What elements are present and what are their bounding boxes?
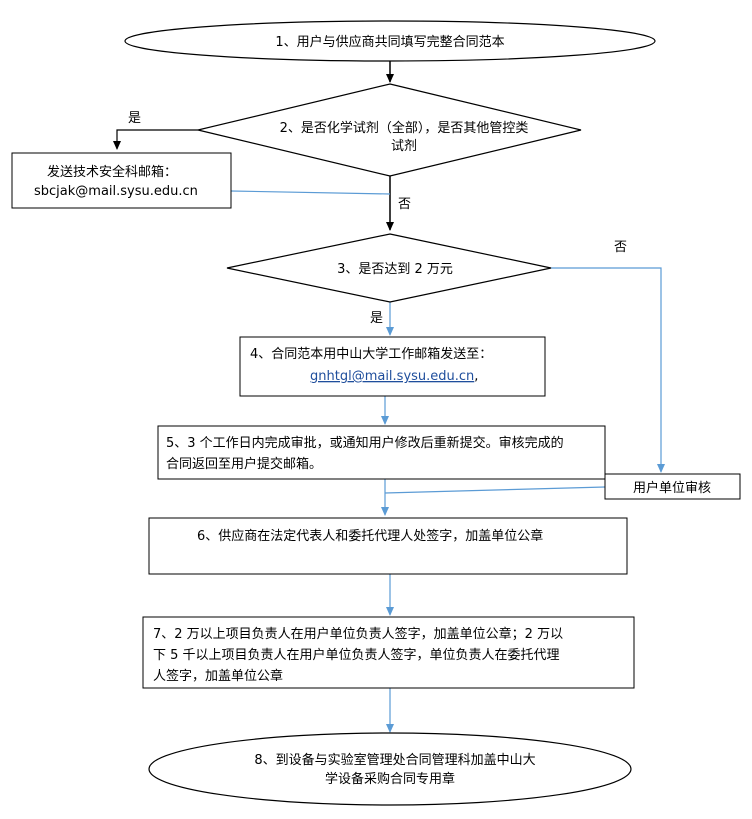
step8-label-line2: 学设备采购合同专用章 [325, 771, 455, 787]
step7-box: 7、2 万以上项目负责人在用户单位负责人签字，加盖单位公章；2 万以 下 5 千… [142, 616, 635, 689]
unit-review-box: 用户单位审核 [604, 473, 741, 500]
branch-yes-label-2: 是 [370, 311, 383, 326]
connector-unit-main [384, 486, 606, 494]
step5-label-line2: 合同返回至用户提交邮箱。 [166, 456, 322, 472]
connector-tech-main [230, 190, 391, 195]
tech-safety-box: 发送技术安全科邮箱： sbcjak@mail.sysu.edu.cn [11, 152, 232, 209]
connectors [113, 61, 665, 733]
step8-label-line1: 8、到设备与实验室管理处合同管理科加盖中山大 [254, 752, 535, 768]
step4-label: 4、合同范本用中山大学工作邮箱发送至： [250, 346, 492, 362]
step1-label: 1、用户与供应商共同填写完整合同范本 [275, 34, 504, 50]
step4-box: 4、合同范本用中山大学工作邮箱发送至： gnhtgl@mail.sysu.edu… [239, 336, 546, 397]
branch-no-label-2: 否 [614, 240, 627, 255]
step2-decision: 2、是否化学试剂（全部），是否其他管控类 试剂 [197, 83, 582, 177]
step3-decision: 3、是否达到 2 万元 [226, 233, 552, 303]
step3-label: 3、是否达到 2 万元 [337, 262, 453, 277]
step8-node: 8、到设备与实验室管理处合同管理科加盖中山大 学设备采购合同专用章 [148, 732, 632, 806]
step5-label-line1: 5、3 个工作日内完成审批，或通知用户修改后重新提交。审核完成的 [166, 435, 564, 451]
step4-email-suffix: , [474, 369, 478, 384]
step4-email-line: gnhtgl@mail.sysu.edu.cn, [310, 369, 478, 384]
step6-box: 6、供应商在法定代表人和委托代理人处签字，加盖单位公章 [148, 517, 628, 575]
step6-label: 6、供应商在法定代表人和委托代理人处签字，加盖单位公章 [197, 528, 543, 544]
step4-email-link[interactable]: gnhtgl@mail.sysu.edu.cn [310, 369, 474, 384]
unit-review-label: 用户单位审核 [633, 480, 711, 496]
step2-label-line2: 试剂 [391, 139, 417, 154]
step1-node: 1、用户与供应商共同填写完整合同范本 [124, 20, 656, 62]
tech-box-email: sbcjak@mail.sysu.edu.cn [34, 184, 198, 199]
step7-label-line2: 下 5 千以上项目负责人在用户单位负责人签字，单位负责人在委托代理 [153, 647, 560, 663]
step7-label-line1: 7、2 万以上项目负责人在用户单位负责人签字，加盖单位公章；2 万以 [153, 626, 563, 642]
step7-label-line3: 人签字，加盖单位公章 [153, 668, 283, 684]
connector-2-tech [113, 129, 198, 150]
branch-yes-label-1: 是 [128, 111, 141, 126]
step2-label-line1: 2、是否化学试剂（全部），是否其他管控类 [280, 120, 529, 136]
connector-3-unit [551, 267, 665, 473]
step5-box: 5、3 个工作日内完成审批，或通知用户修改后重新提交。审核完成的 合同返回至用户… [157, 425, 606, 480]
tech-box-line1: 发送技术安全科邮箱： [47, 164, 177, 180]
branch-no-label-1: 否 [398, 197, 411, 212]
